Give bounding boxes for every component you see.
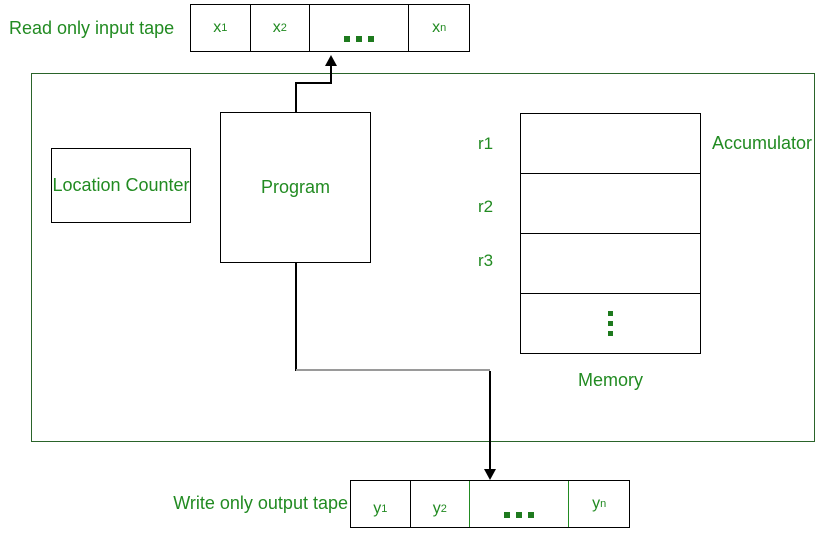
- program-label: Program: [260, 177, 331, 197]
- ellipsis-icon: [344, 36, 375, 51]
- cell-text: x: [432, 19, 441, 36]
- cell-text: x: [213, 19, 222, 36]
- ellipsis-icon: [504, 512, 535, 527]
- connector-line-up: [330, 64, 332, 83]
- accumulator-label: Accumulator: [712, 133, 813, 153]
- register-label-r1: r1: [478, 134, 494, 153]
- memory-row-more: [521, 293, 700, 353]
- machine-boundary-box: [31, 73, 815, 442]
- cell-subscript: 2: [440, 503, 447, 515]
- input-tape-label: Read only input tape: [9, 18, 175, 38]
- arrow-up-icon: [325, 55, 337, 66]
- output-tape-cell-ellipsis: [470, 481, 570, 527]
- cell-text: y: [432, 500, 441, 517]
- arrow-down-icon: [484, 469, 496, 480]
- location-counter-label: Location Counter: [52, 175, 190, 195]
- memory-row-r2: [521, 173, 700, 233]
- register-label-r2: r2: [478, 197, 494, 216]
- memory-row-r1: [521, 114, 700, 173]
- cell-subscript: 1: [221, 22, 228, 34]
- output-tape-label: Write only output tape: [173, 493, 348, 513]
- memory-row-r3: [521, 233, 700, 293]
- connector-line-horizontal-bottom: [296, 369, 490, 371]
- cell-subscript: n: [440, 22, 447, 34]
- register-label-r3: r3: [478, 251, 494, 270]
- cell-subscript: 1: [381, 503, 388, 515]
- connector-line-program-top: [295, 82, 297, 112]
- memory-caption: Memory: [577, 370, 643, 390]
- connector-line-horizontal-top: [295, 82, 332, 84]
- connector-line-program-bottom: [295, 263, 297, 371]
- vertical-ellipsis-icon: [608, 311, 613, 336]
- cell-text: y: [592, 495, 601, 512]
- cell-text: y: [373, 500, 382, 517]
- cell-subscript: n: [600, 498, 607, 510]
- connector-line-down: [489, 371, 491, 470]
- location-counter-box: Location Counter: [51, 148, 191, 223]
- input-tape-cell-ellipsis: [310, 5, 410, 51]
- cell-subscript: 2: [280, 22, 287, 34]
- program-box: Program: [220, 112, 371, 263]
- cell-text: x: [272, 19, 281, 36]
- memory-box: [520, 113, 701, 354]
